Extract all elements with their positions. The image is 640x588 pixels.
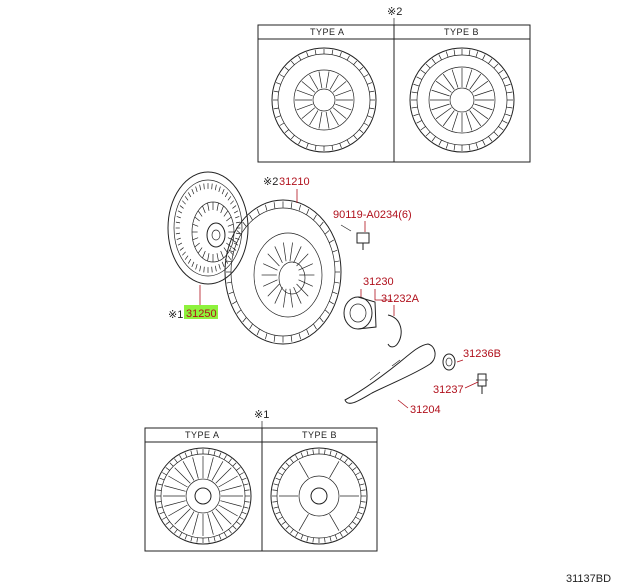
bottom-type-b-header: TYPE B [302, 430, 337, 440]
note-2-top: ※2 [387, 6, 402, 18]
diagram-id: 31137BD [566, 573, 611, 585]
note-2-cover: ※2 [263, 176, 278, 188]
bottom-type-b-disc [270, 447, 368, 545]
part-31237-label[interactable]: 31237 [433, 384, 464, 396]
clutch-disc [167, 171, 249, 285]
fork-stud [476, 373, 488, 394]
part-31204-label[interactable]: 31204 [410, 404, 441, 416]
part-31232A-label[interactable]: 31232A [381, 293, 420, 305]
top-type-a-header: TYPE A [310, 27, 345, 37]
retaining-clip [387, 314, 402, 348]
part-31250-label[interactable]: 31250 [186, 308, 217, 320]
top-type-a-pressure-plate [271, 47, 377, 153]
top-type-b-pressure-plate [409, 47, 515, 153]
note-1-disc: ※1 [168, 309, 183, 321]
bottom-type-a-disc [154, 447, 252, 545]
mounting-bolt [340, 224, 370, 250]
part-31250-highlight [184, 305, 218, 319]
clutch-cover [224, 199, 342, 345]
fork-pivot [442, 353, 456, 371]
bottom-variants-box [144, 427, 378, 552]
top-type-b-header: TYPE B [444, 27, 479, 37]
part-31210-label[interactable]: 31210 [279, 176, 310, 188]
part-31236B-label[interactable]: 31236B [463, 348, 501, 360]
bottom-type-a-header: TYPE A [185, 430, 220, 440]
release-fork [344, 343, 436, 404]
part-31230-label[interactable]: 31230 [363, 276, 394, 288]
part-90119-label[interactable]: 90119-A0234(6) [333, 209, 412, 221]
release-bearing [343, 296, 377, 330]
note-1-bottom: ※1 [254, 409, 269, 421]
